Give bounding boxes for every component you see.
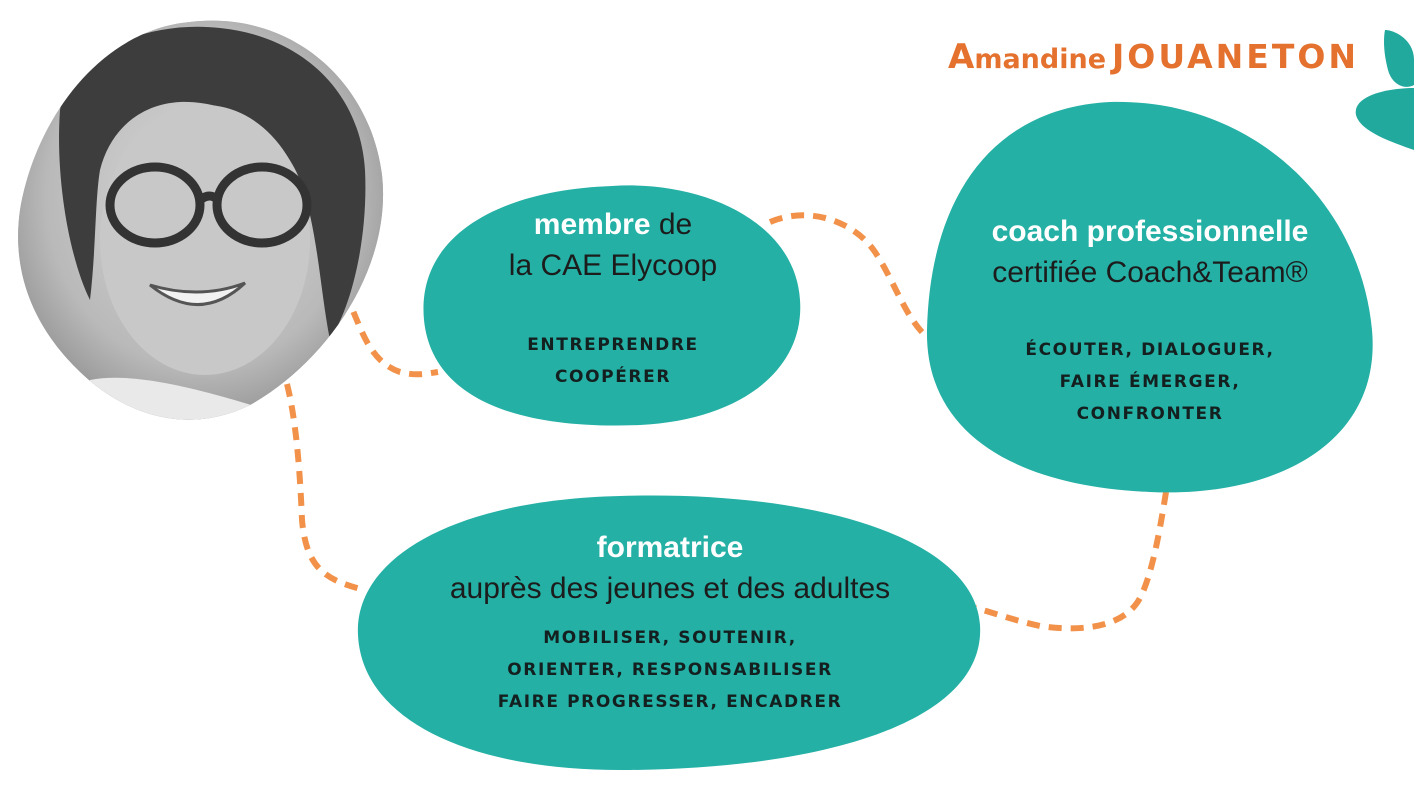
coach-keyword: CONFRONTER xyxy=(1076,404,1224,424)
coach-keyword: ÉCOUTER, DIALOGUER, xyxy=(1025,340,1275,360)
membre-heading-rest: de xyxy=(650,208,693,241)
membre-highlight: membre xyxy=(533,208,651,241)
brand-first-name: mandine xyxy=(974,44,1107,75)
membre-subtitle: la CAE Elycoop xyxy=(508,249,718,282)
formatrice-keyword: MOBILISER, SOUTENIR, xyxy=(543,628,797,648)
blob-coach xyxy=(926,101,1373,493)
formatrice-subtitle: auprès des jeunes et des adultes xyxy=(449,572,891,605)
connector-portrait-formatrice xyxy=(284,383,366,593)
coach-subtitle: certifiée Coach&Team® xyxy=(992,256,1308,289)
portrait-smile xyxy=(149,281,247,306)
portrait-face xyxy=(100,105,310,375)
formatrice-keyword: FAIRE PROGRESSER, ENCADRER xyxy=(497,692,843,712)
brand-last-name: JOUANETON xyxy=(1112,37,1360,76)
connector-coach-formatrice xyxy=(974,491,1169,632)
portrait-hair xyxy=(59,26,366,340)
membre-keyword: ENTREPRENDRE xyxy=(527,335,699,355)
portrait-glasses xyxy=(105,162,312,248)
formatrice-heading: formatrice xyxy=(370,528,970,568)
connector-portrait-membre xyxy=(341,290,439,378)
block-membre: membre de la CAE Elycoop ENTREPRENDRE CO… xyxy=(434,205,792,393)
block-coach: coach professionnelle certifiée Coach&Te… xyxy=(930,212,1370,430)
portrait xyxy=(18,20,384,420)
brand-first-initial: A xyxy=(948,37,975,77)
blob-membre xyxy=(423,185,801,426)
connector-membre-coach xyxy=(768,212,931,341)
coach-keyword: FAIRE ÉMERGER, xyxy=(1059,372,1241,392)
brand-accent-shape xyxy=(1355,30,1414,150)
formatrice-keyword: ORIENTER, RESPONSABILISER xyxy=(507,660,833,680)
blob-formatrice xyxy=(357,495,981,771)
formatrice-highlight: formatrice xyxy=(596,531,744,564)
portrait-shoulder xyxy=(60,377,300,420)
membre-heading: membre de xyxy=(434,205,792,245)
coach-heading: coach professionnelle xyxy=(930,212,1370,252)
connectors xyxy=(284,212,1169,632)
coach-highlight: coach professionnelle xyxy=(991,215,1309,248)
block-formatrice: formatrice auprès des jeunes et des adul… xyxy=(370,528,970,718)
membre-keyword: COOPÉRER xyxy=(554,367,672,387)
